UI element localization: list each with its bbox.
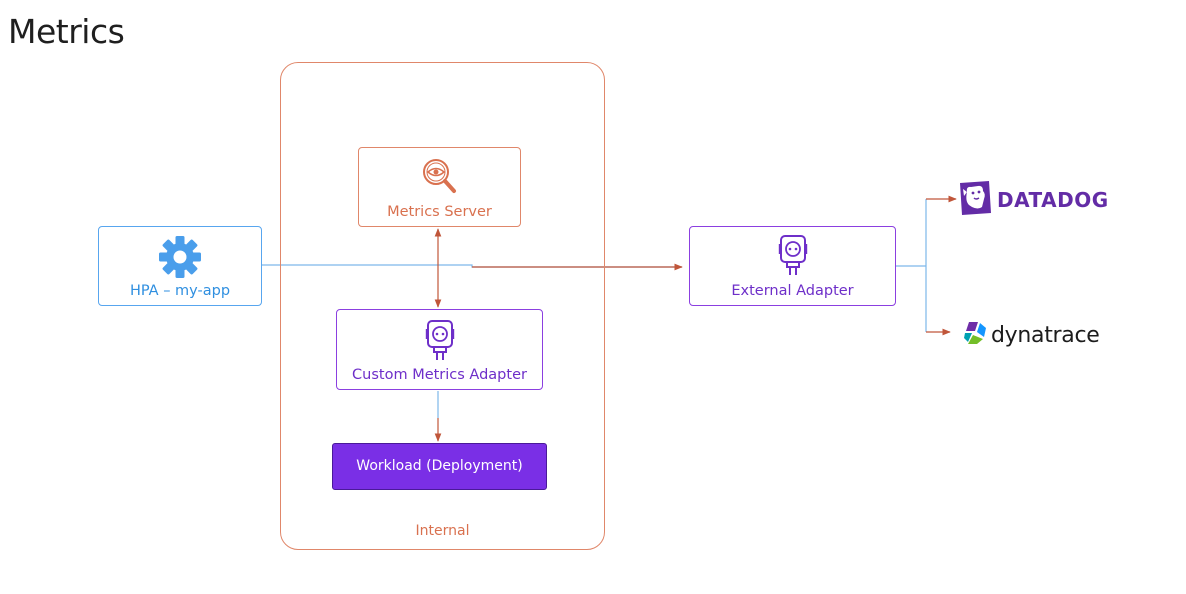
external-adapter-label: External Adapter xyxy=(731,283,854,299)
dynatrace-logo-icon xyxy=(962,320,988,350)
workload-node[interactable]: Workload (Deployment) xyxy=(332,443,547,490)
custom-metrics-adapter-label: Custom Metrics Adapter xyxy=(352,367,527,383)
metrics-server-node[interactable]: Metrics Server xyxy=(358,147,521,227)
custom-metrics-adapter-node[interactable]: Custom Metrics Adapter xyxy=(336,309,543,390)
workload-label: Workload (Deployment) xyxy=(356,458,523,474)
page-title: Metrics xyxy=(8,12,125,51)
dynatrace-name: dynatrace xyxy=(991,322,1100,348)
plug-adapter-icon xyxy=(425,318,455,366)
datadog-logo-icon xyxy=(958,180,992,220)
hpa-node[interactable]: HPA – my-app xyxy=(98,226,262,306)
magnifier-eye-icon xyxy=(418,156,462,200)
internal-label: Internal xyxy=(415,523,470,539)
hpa-label: HPA – my-app xyxy=(129,283,231,299)
datadog-name: DATADOG xyxy=(997,188,1109,212)
internal-frame: Internal xyxy=(280,62,605,550)
dynatrace-provider[interactable]: dynatrace xyxy=(962,320,1100,350)
plug-adapter-icon xyxy=(778,233,808,281)
gear-icon xyxy=(158,235,202,283)
datadog-provider[interactable]: DATADOG xyxy=(958,181,1109,219)
external-to-providers-connector xyxy=(896,199,927,332)
metrics-server-label: Metrics Server xyxy=(387,204,492,220)
external-adapter-node[interactable]: External Adapter xyxy=(689,226,896,306)
